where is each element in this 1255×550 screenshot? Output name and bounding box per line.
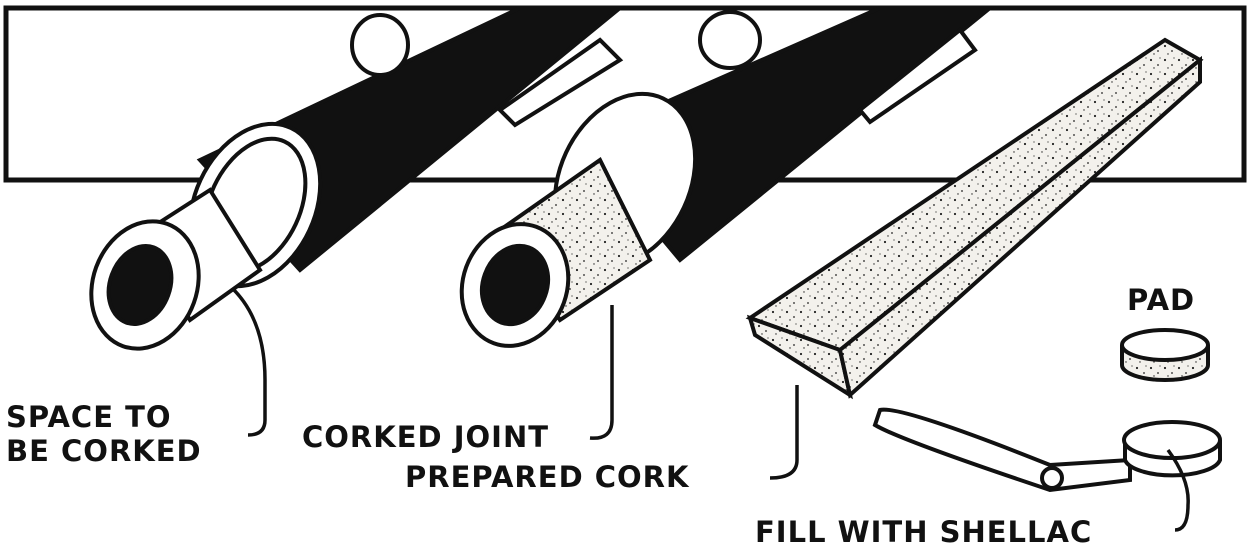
label-space-line2: BE CORKED — [6, 434, 202, 468]
label-fill-with-shellac: FILL WITH SHELLAC — [755, 515, 1093, 549]
leader-lines — [230, 286, 1190, 532]
prepared-cork-strip — [745, 37, 1204, 400]
label-prepared-cork: PREPARED CORK — [405, 460, 690, 494]
label-pad: PAD — [1127, 283, 1196, 317]
tube-corked — [459, 6, 996, 348]
label-space-line1: SPACE TO — [6, 400, 172, 434]
tube-uncorked — [89, 6, 626, 351]
label-corked-joint: CORKED JOINT — [302, 420, 550, 454]
pad — [1120, 328, 1210, 382]
shellac-ladle — [872, 407, 1222, 493]
label-space-to-be-corked: SPACE TO BE CORKED — [6, 400, 202, 468]
